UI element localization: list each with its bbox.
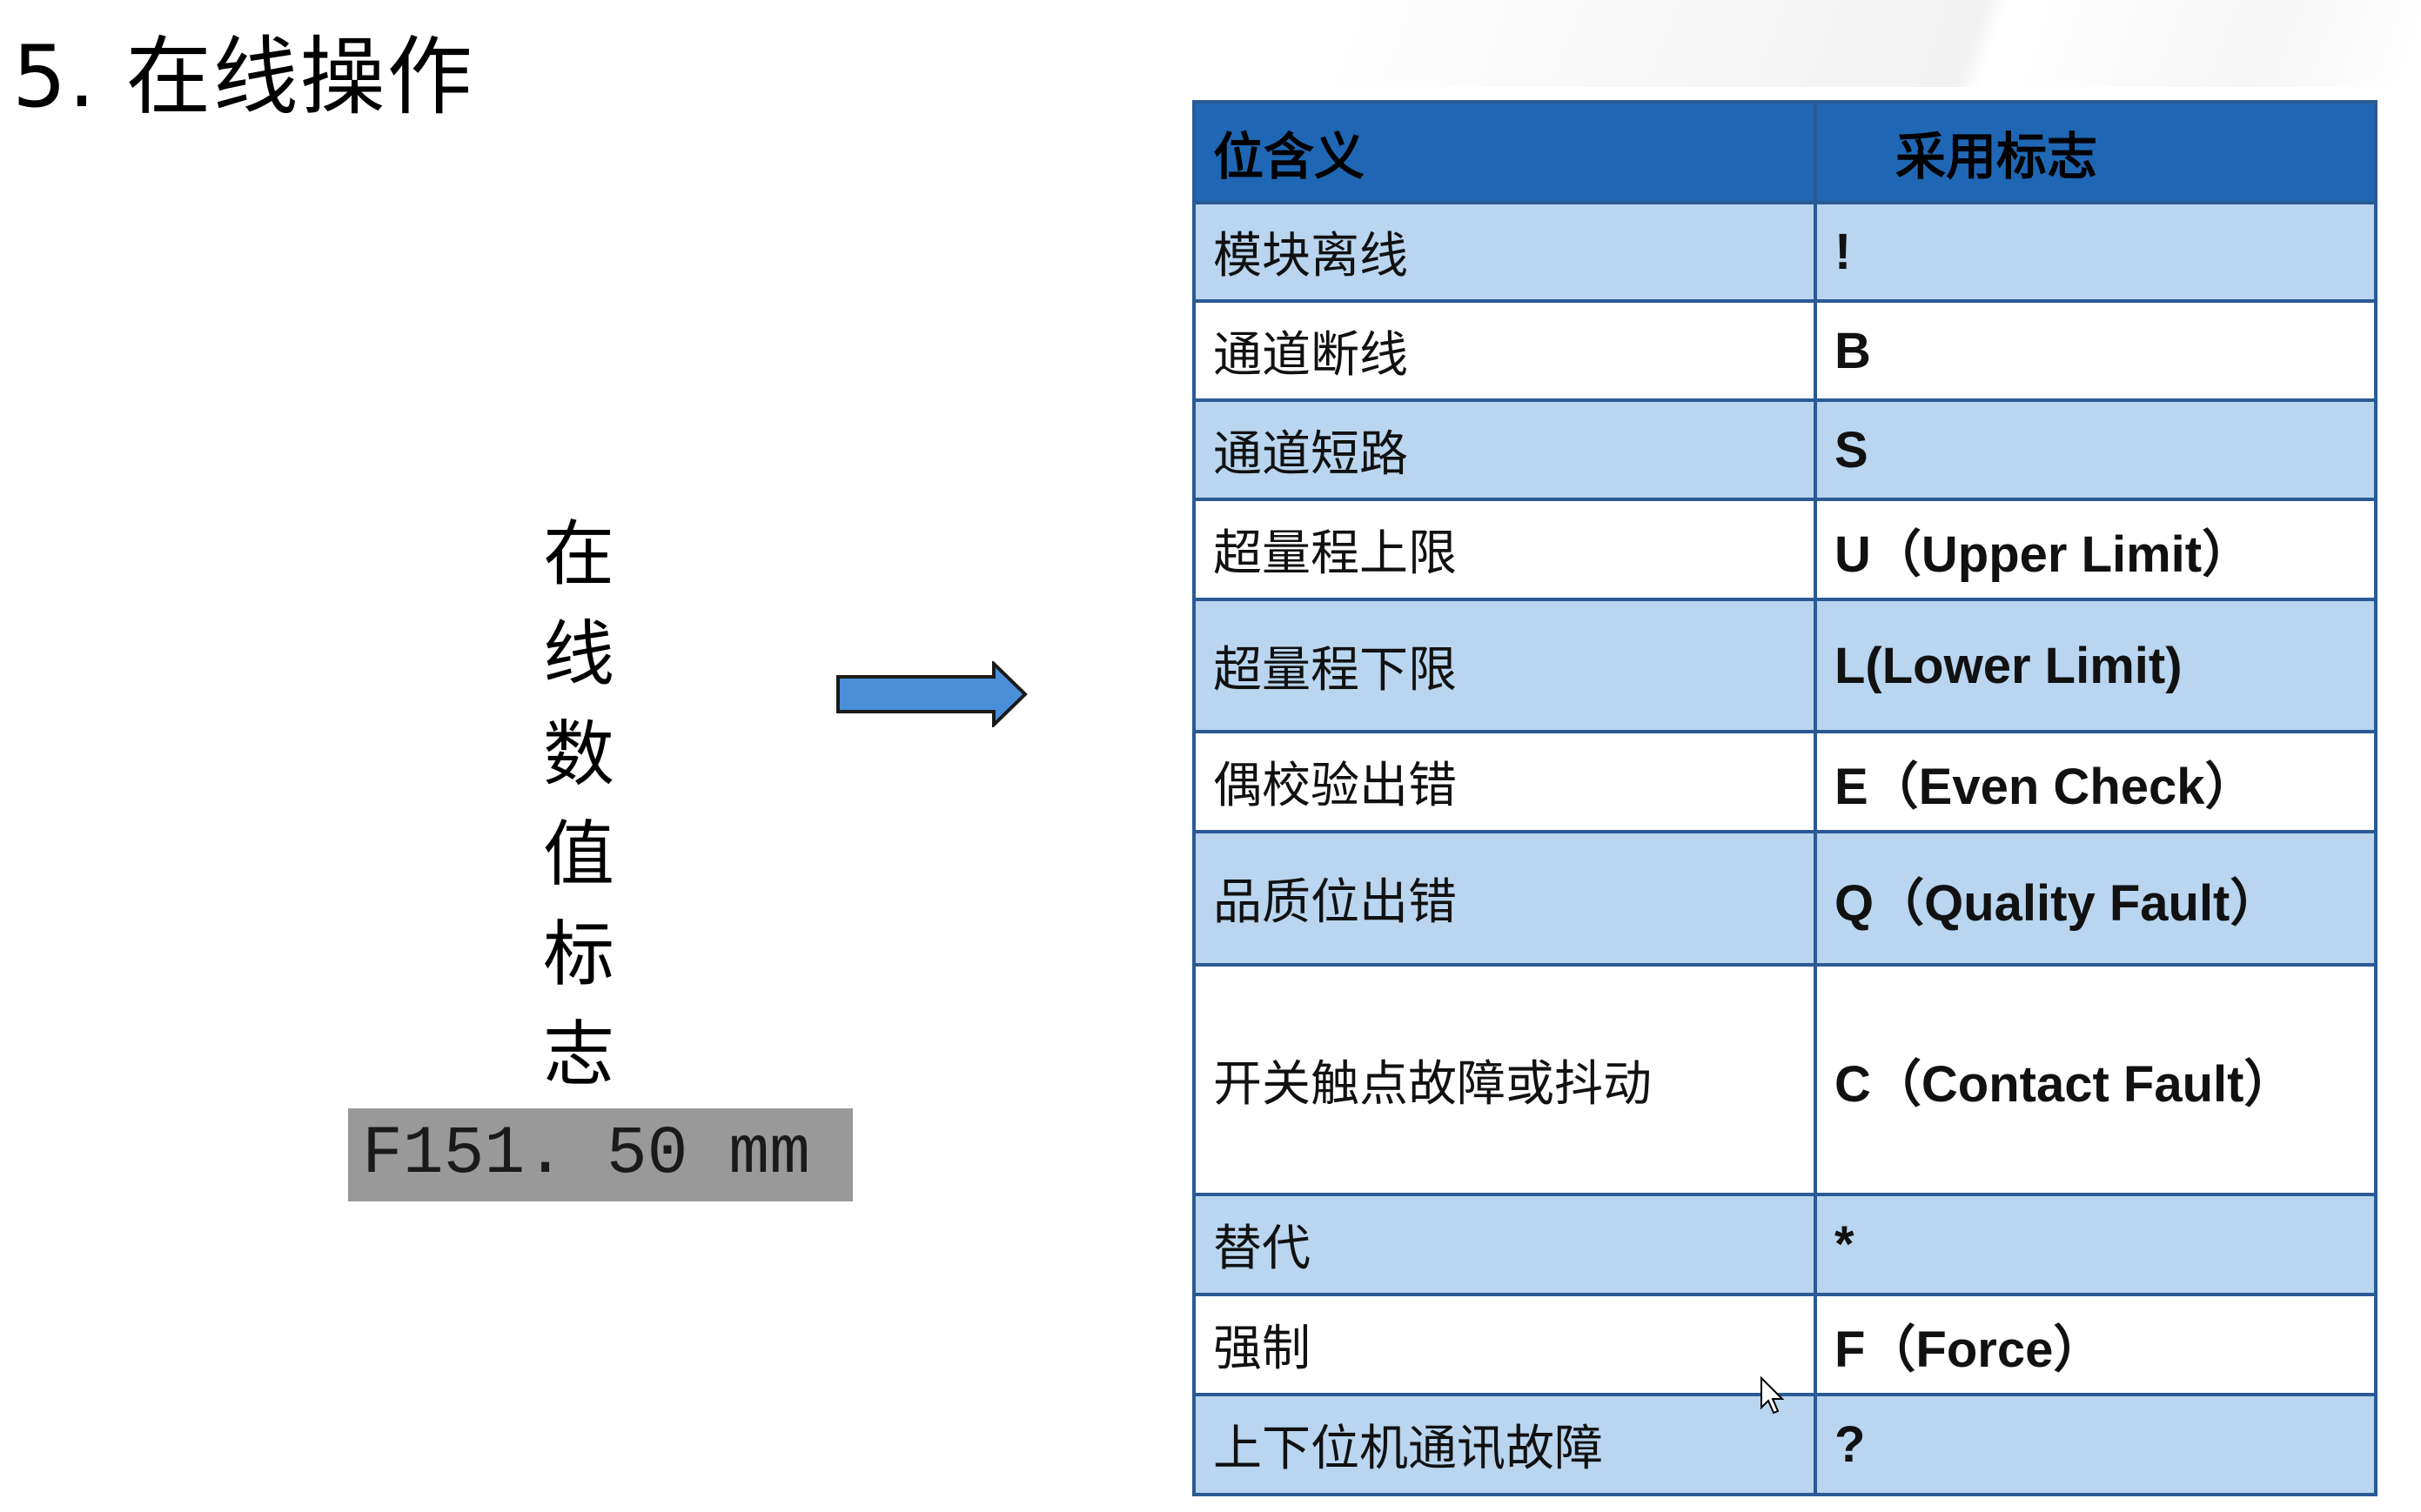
cell-flag: U（Upper Limit）	[1814, 498, 2377, 601]
cell-flag: Q（Quality Fault）	[1814, 830, 2377, 967]
table-row: 开关触点故障或抖动 C（Contact Fault）	[1192, 963, 2377, 1196]
table-row: 偶校验出错 E（Even Check）	[1192, 730, 2377, 833]
cell-flag: *	[1814, 1193, 2377, 1296]
flag-table: 位含义 采用标志 模块离线 ! 通道断线 B 通道短路 S 超量程上限 U（Up…	[1192, 100, 2377, 1496]
table-header-row: 位含义 采用标志	[1192, 100, 2377, 204]
cell-meaning: 开关触点故障或抖动	[1192, 963, 1817, 1196]
table-row: 通道短路 S	[1192, 398, 2377, 501]
vertical-label-char: 值	[542, 813, 614, 896]
table-row: 超量程下限 L(Lower Limit)	[1192, 598, 2377, 733]
vertical-label-char: 数	[542, 713, 614, 796]
cell-flag: F（Force）	[1814, 1293, 2377, 1396]
cell-meaning: 模块离线	[1192, 201, 1817, 303]
cell-meaning: 通道短路	[1192, 398, 1817, 501]
cell-flag: !	[1814, 201, 2377, 303]
vertical-label: 在 线 数 值 标 志	[531, 505, 627, 1105]
cell-meaning: 通道断线	[1192, 299, 1817, 402]
cell-meaning: 超量程上限	[1192, 498, 1817, 601]
table-row: 通道断线 B	[1192, 299, 2377, 402]
cell-meaning: 替代	[1192, 1193, 1817, 1296]
cell-flag: B	[1814, 299, 2377, 402]
vertical-label-char: 线	[542, 613, 614, 696]
background-decoration	[1290, 0, 2421, 87]
slide-title: 5. 在线操作	[12, 28, 474, 127]
cell-flag: C（Contact Fault）	[1814, 963, 2377, 1196]
right-arrow-icon	[836, 661, 1028, 727]
table-row: 上下位机通讯故障 ?	[1192, 1393, 2377, 1496]
table-row: 替代 *	[1192, 1193, 2377, 1296]
cell-meaning: 品质位出错	[1192, 830, 1817, 967]
cell-flag: S	[1814, 398, 2377, 501]
cell-meaning: 强制	[1192, 1293, 1817, 1396]
cell-meaning: 超量程下限	[1192, 598, 1817, 733]
cell-meaning: 上下位机通讯故障	[1192, 1393, 1817, 1496]
table-row: 品质位出错 Q（Quality Fault）	[1192, 830, 2377, 967]
header-meaning: 位含义	[1192, 100, 1817, 204]
vertical-label-char: 志	[542, 1014, 614, 1096]
vertical-label-char: 标	[542, 913, 614, 996]
table-row: 超量程上限 U（Upper Limit）	[1192, 498, 2377, 601]
header-flag: 采用标志	[1814, 100, 2377, 204]
cell-flag: L(Lower Limit)	[1814, 598, 2377, 733]
mouse-cursor-icon	[1760, 1376, 1785, 1415]
cell-flag: E（Even Check）	[1814, 730, 2377, 833]
vertical-label-char: 在	[542, 513, 614, 596]
value-display: F151. 50 mm	[348, 1108, 853, 1201]
table-row: 强制 F（Force）	[1192, 1293, 2377, 1396]
cell-flag: ?	[1814, 1393, 2377, 1496]
table-row: 模块离线 !	[1192, 201, 2377, 303]
cell-meaning: 偶校验出错	[1192, 730, 1817, 833]
